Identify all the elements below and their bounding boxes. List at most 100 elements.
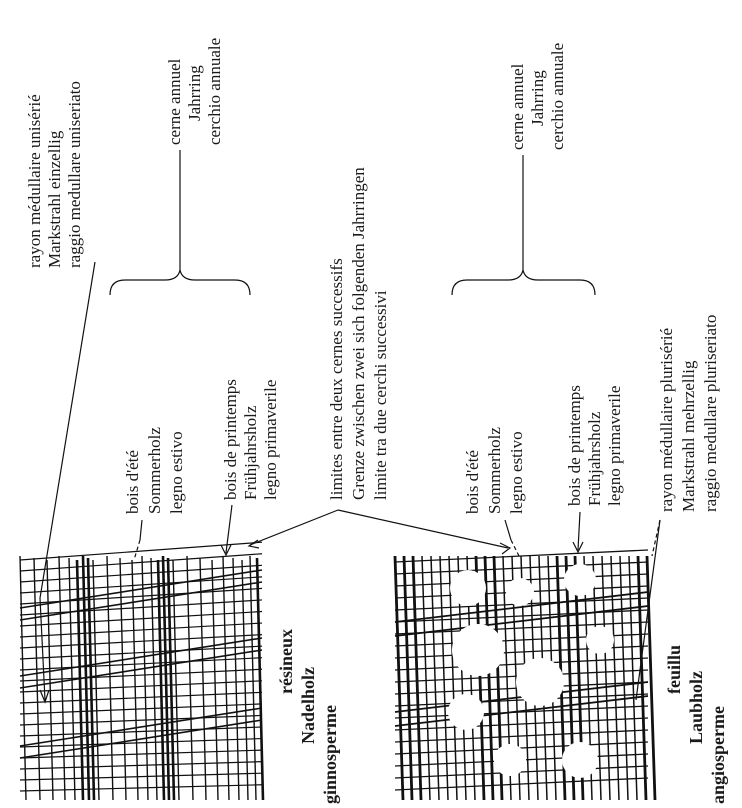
cell-wall [628,555,638,801]
cell-wall [19,680,263,693]
cell-wall [394,549,649,563]
cell-wall [19,737,263,748]
vessel-pore [452,624,504,676]
cell-wall [199,557,207,801]
cell-wall [645,555,657,801]
cell-wall [19,622,263,638]
hardwood-name-label: feuillu Laubholz angiosperme [664,645,728,804]
vessel-pore [450,570,486,606]
cell-wall [394,621,649,635]
cell-wall [19,645,263,660]
cell-wall [19,576,263,594]
vessel-pore [448,694,484,730]
cell-wall [249,555,257,801]
hardwood-name-it: angiosperme [708,706,728,804]
cell-wall [119,557,127,801]
cell-wall [402,555,414,801]
cell-wall [636,555,648,801]
cell-wall [394,777,649,791]
cell-wall [58,555,66,801]
softwood-earlywood-de: Frühjahrsholz [241,405,260,500]
cell-wall [211,559,219,801]
cell-wall [394,693,649,707]
cell-wall [19,564,263,583]
hardwood-cell-section [393,549,657,801]
cell-wall [150,557,158,801]
cell-wall [19,668,263,682]
cell-wall [131,559,139,801]
cell-wall [19,772,263,781]
hardwood-earlywood-fr: bois de printemps [565,385,584,506]
hardwood-earlywood-it: legno primaverile [605,386,624,506]
cell-wall [75,559,85,801]
softwood-ring-label: cerne annuel Jahrring cerchio annuale [165,38,224,145]
softwood-name-label: résineux Nadelholz ginnosperme [276,629,340,804]
softwood-name-it: ginnosperme [320,705,340,804]
cell-wall [33,557,41,801]
hardwood-latewood-de: Sommerholz [485,427,504,514]
softwood-ray-de: Markstrahl einzellig [45,130,64,268]
softwood-cell-section [19,541,265,801]
hardwood-ring-it: cerchio annuale [548,43,567,150]
hardwood-ring-label: cerne annuel Jahrring cerchio annuale [508,43,567,150]
cell-wall [172,559,180,801]
softwood-earlywood-it: legno primaverile [261,380,280,500]
hardwood-ring-brace [451,155,596,296]
hardwood-name-de: Laubholz [686,671,706,744]
hardwood-ring-fr: cerne annuel [508,63,527,150]
cell-wall [19,703,263,715]
softwood-ray-it: raggio medullare uniseriato [65,81,84,268]
cell-wall [610,555,620,801]
softwood-latewood-label: bois d'été Sommerholz legno estivo [123,427,186,514]
softwood-latewood-de: Sommerholz [145,427,164,514]
cell-wall [19,610,263,627]
cell-wall [394,605,649,637]
cell-wall [19,569,263,609]
ring-limits-fr: limites entre deux cernes successifs [327,258,346,500]
hardwood-name-fr: feuillu [664,645,684,694]
softwood-ray-label: rayon médullaire unisérié Markstrahl ein… [25,81,84,268]
cell-wall [19,749,263,759]
cell-wall [619,555,629,801]
cell-wall [19,637,263,677]
cell-wall [592,555,602,801]
hardwood-ring-de: Jahrring [528,70,547,126]
cell-wall [19,719,263,759]
vessel-pore [564,564,596,596]
cell-wall [255,557,265,801]
cell-wall [19,726,263,737]
cell-wall [394,609,649,623]
cell-wall [411,555,423,801]
cell-wall [394,765,649,779]
vessel-pore [516,658,564,706]
cell-wall [92,559,100,801]
vessel-pore [562,742,598,778]
cell-wall [394,705,649,719]
vessel-pore [506,578,534,606]
hardwood-earlywood-label: bois de printemps Frühjahrsholz legno pr… [565,385,624,506]
softwood-earlywood-label: bois de printemps Frühjahrsholz legno pr… [221,379,280,500]
cell-wall [394,717,649,731]
vessel-pore [494,744,526,776]
softwood-ray-fr: rayon médullaire unisérié [25,94,44,268]
hardwood-latewood-fr: bois d'été [463,450,482,514]
cell-wall [439,555,449,801]
ring-limits-it: limite tra due cerchi successivi [371,290,390,500]
cell-wall [19,581,263,621]
ring-limits-de: Grenze zwischen zwei sich folgenden Jahr… [349,167,368,500]
leader-lines [39,261,661,704]
hardwood-ray-label: rayon médullaire plurisérié Markstrahl m… [657,315,720,512]
vessel-pore [586,626,614,654]
softwood-ring-brace [109,150,251,296]
cell-wall [222,555,230,801]
cell-wall [19,707,263,747]
cell-wall [156,559,166,801]
cell-wall [601,555,611,801]
cell-wall [448,555,458,801]
softwood-ring-de: Jahrring [185,65,204,121]
cell-wall [19,555,27,801]
cell-wall [19,714,263,726]
cell-wall [19,634,263,649]
cell-wall [19,761,263,770]
